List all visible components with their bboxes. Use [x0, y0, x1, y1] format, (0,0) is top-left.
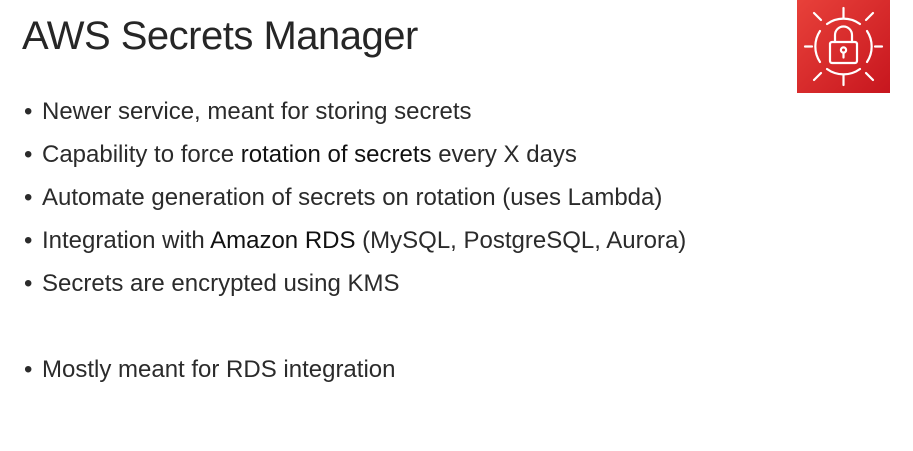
- bullet-dot: •: [24, 184, 33, 211]
- bullet-item: • Automate generation of secrets on rota…: [22, 176, 686, 219]
- bullet-item: • Capability to force rotation of secret…: [22, 133, 686, 176]
- bullet-text-tail: (MySQL, PostgreSQL, Aurora): [355, 227, 687, 254]
- bullet-text: Mostly meant for RDS integration: [42, 356, 396, 383]
- bullet-dot: •: [24, 356, 33, 383]
- bullet-text-tail: every X days: [431, 141, 577, 168]
- slide-title: AWS Secrets Manager: [22, 14, 418, 58]
- bullet-spacer: [22, 305, 686, 348]
- secrets-manager-lock-icon: [803, 6, 884, 87]
- bullet-item: • Newer service, meant for storing secre…: [22, 90, 686, 133]
- bullet-item: • Secrets are encrypted using KMS: [22, 262, 686, 305]
- bullet-text: Newer service, meant for storing secrets: [42, 98, 472, 125]
- bullet-list: • Newer service, meant for storing secre…: [22, 90, 686, 391]
- bullet-dot: •: [24, 270, 33, 297]
- bullet-text: Integration with: [42, 227, 211, 254]
- bullet-text: Capability to force: [42, 141, 241, 168]
- bullet-item: • Integration with Amazon RDS (MySQL, Po…: [22, 219, 686, 262]
- bullet-dot: •: [24, 227, 33, 254]
- bullet-highlight: Amazon RDS: [210, 227, 356, 254]
- secrets-manager-logo: [797, 0, 890, 93]
- bullet-item: • Mostly meant for RDS integration: [22, 348, 686, 391]
- bullet-dot: •: [24, 98, 33, 125]
- bullet-highlight: rotation of secrets: [240, 141, 432, 168]
- bullet-dot: •: [24, 141, 33, 168]
- bullet-text: Automate generation of secrets on rotati…: [42, 184, 663, 211]
- bullet-text: Secrets are encrypted using KMS: [42, 270, 400, 297]
